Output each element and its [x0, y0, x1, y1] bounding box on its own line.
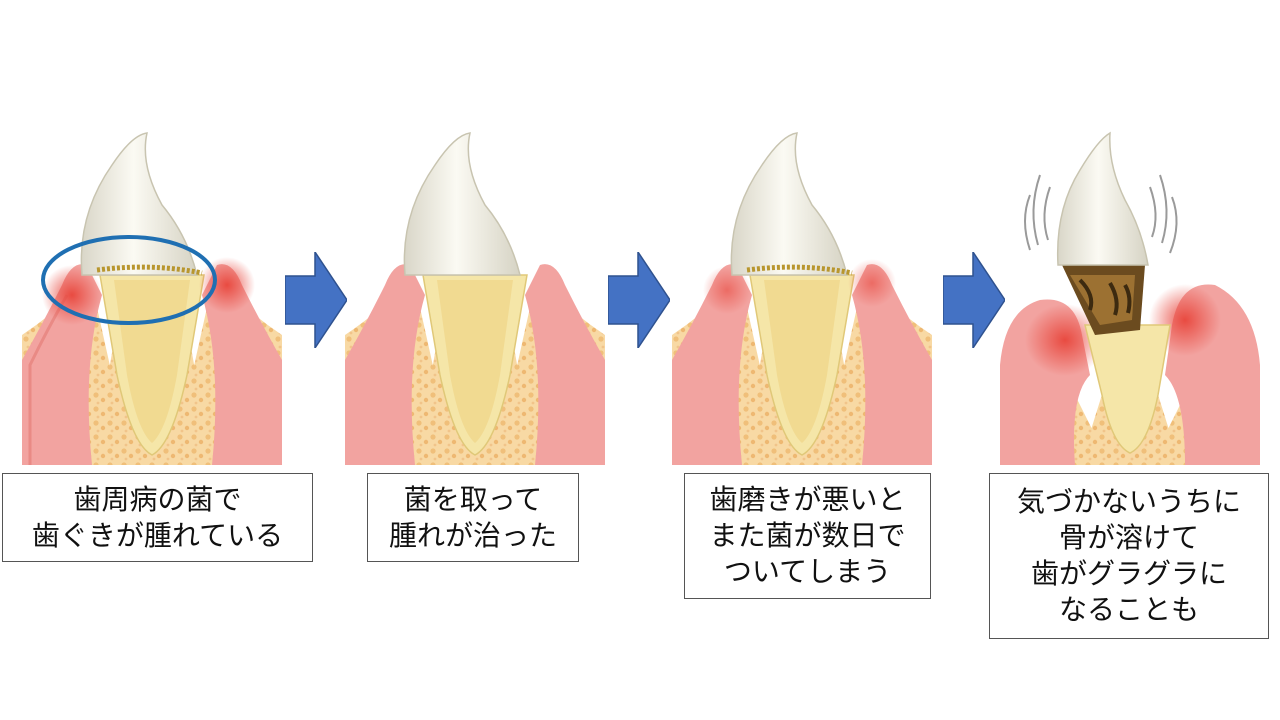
caption-line: 歯がグラグラに [1030, 557, 1227, 590]
caption-line: 腫れが治った [388, 518, 557, 552]
stage-3-caption: 歯磨きが悪いと また菌が数日で ついてしまう [684, 473, 931, 599]
caption-line: 歯磨きが悪いと [709, 483, 906, 516]
stage-1-illustration [22, 125, 282, 465]
stage-4-caption: 気づかないうちに 骨が溶けて 歯がグラグラに なることも [989, 473, 1269, 639]
caption-line: 菌を取って [403, 482, 543, 516]
tooth-illustration [1000, 131, 1260, 465]
stage-2-illustration [345, 125, 605, 465]
caption-line: 骨が溶けて [1058, 521, 1199, 554]
motion-lines-icon [1024, 174, 1178, 254]
caption-line: 気づかないうちに [1016, 485, 1241, 518]
tooth-illustration [22, 132, 282, 465]
stage-4-illustration [1000, 125, 1260, 465]
right-arrow-icon [943, 252, 1005, 348]
right-arrow-icon [285, 252, 347, 348]
caption-line: 歯周病の菌で [73, 482, 242, 516]
tooth-illustration [345, 132, 605, 465]
stage-1-caption: 歯周病の菌で 歯ぐきが腫れている [2, 473, 313, 562]
caption-line: 歯ぐきが腫れている [31, 518, 284, 552]
right-arrow-icon [608, 252, 670, 348]
stage-3-illustration [672, 125, 932, 465]
highlight-ellipse [41, 235, 217, 325]
caption-line: また菌が数日で [709, 519, 906, 552]
caption-line: ついてしまう [723, 555, 892, 588]
caption-line: なることも [1058, 593, 1199, 626]
stage-2-caption: 菌を取って 腫れが治った [367, 473, 579, 562]
tooth-illustration [672, 132, 932, 465]
